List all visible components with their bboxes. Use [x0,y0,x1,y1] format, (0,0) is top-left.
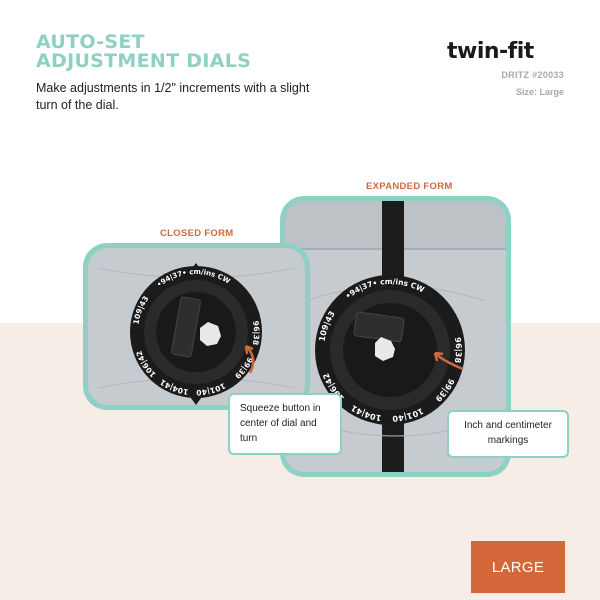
markings-callout: Inch and centimeter markings [447,410,569,458]
size-badge: LARGE [471,541,565,593]
expanded-form-label: EXPANDED FORM [366,181,453,192]
closed-form-panel: 96|38 99|39 101|40 104|41 106|42 109|43 … [83,243,310,410]
squeeze-button-callout: Squeeze button in center of dial and tur… [228,393,342,455]
closed-form-photo: 96|38 99|39 101|40 104|41 106|42 109|43 … [88,248,305,405]
svg-text:twin-fit: twin-fit [447,39,535,63]
svg-text:96|38: 96|38 [251,320,261,346]
page-title: AUTO-SET ADJUSTMENT DIALS [36,33,251,71]
title-line-1: AUTO-SET [36,31,145,53]
product-sku: DRITZ #20033 [501,70,564,80]
title-line-2: ADJUSTMENT DIALS [36,50,252,72]
svg-text:96|38: 96|38 [453,337,463,364]
subtitle: Make adjustments in 1/2" increments with… [36,81,310,112]
closed-form-label: CLOSED FORM [160,228,234,239]
product-size: Size: Large [515,87,564,97]
twin-fit-logo: twin-fit [447,39,535,63]
